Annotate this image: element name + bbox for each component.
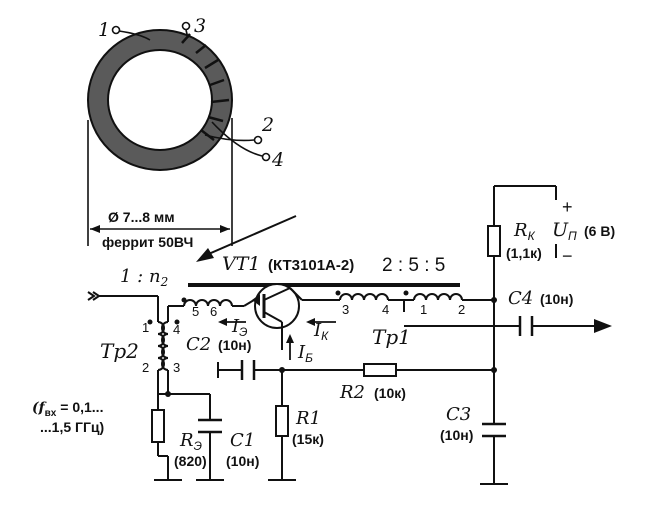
c1-value: (10н): [226, 453, 259, 469]
c1-label: C1: [230, 430, 255, 451]
re-value: (820): [174, 453, 207, 469]
c4-value: (10н): [540, 291, 573, 307]
c2-value: (10н): [218, 337, 251, 353]
tp2-ratio: 1 : n2: [120, 266, 168, 289]
supply-value: (6 В): [584, 223, 615, 239]
tp2-pin-5: 5: [192, 304, 199, 319]
tp2-pin-6: 6: [210, 304, 217, 319]
rk-value: (1,1к): [506, 245, 542, 261]
tp2-dot-5: [181, 297, 187, 303]
r1-label: R1: [295, 408, 321, 429]
transistor-type: (КТ3101А-2): [268, 257, 354, 274]
toroid-core: [87, 29, 233, 171]
tp2-secondary-winding: [161, 321, 169, 371]
current-arrow-ik: [306, 318, 336, 326]
tp2-pin-4: 4: [173, 322, 180, 337]
transistor-name: VT1: [222, 253, 260, 275]
toroid-pin-3: 3: [194, 15, 206, 37]
tp1-collector-winding: [302, 293, 494, 301]
tp1-pin-4: 4: [382, 302, 389, 317]
tp1-pin-3: 3: [342, 302, 349, 317]
current-arrow-ib: [286, 334, 294, 360]
toroid-pin-4: 4: [271, 149, 284, 171]
resistor-rk: [487, 225, 501, 257]
tp1-pin-1: 1: [420, 302, 427, 317]
current-ie-label: IЭ: [231, 316, 247, 339]
resistor-r1: [275, 405, 289, 437]
c2-label: C2: [186, 334, 211, 355]
c3-label: C3: [446, 404, 471, 425]
tp2-pin-1: 1: [142, 320, 149, 335]
tp1-dot-3: [335, 290, 341, 296]
input-frequency-line2: ...1,5 ГГц): [40, 419, 104, 435]
tp1-label: Tp1: [372, 325, 411, 349]
rk-label: RК: [513, 220, 536, 243]
current-ib-label: IБ: [297, 342, 313, 365]
tp2-pin-3: 3: [173, 360, 180, 375]
resistor-r2: [363, 363, 397, 377]
toroid-pin-1: 1: [98, 19, 110, 41]
feedback-wiring: [217, 362, 494, 378]
c4-label: C4: [508, 288, 533, 309]
tp2-secondary-wiring: [167, 299, 244, 322]
tp2-dot-1: [147, 319, 153, 325]
supply-minus: −: [562, 246, 573, 266]
tp1-dot-1: [403, 290, 409, 296]
c3-value: (10н): [440, 427, 473, 443]
junction-emitter: [165, 391, 171, 397]
input-frequency-line1: (fвх = 0,1...: [32, 399, 103, 419]
toroid-dimension: [87, 118, 233, 246]
resistor-re: [151, 409, 165, 443]
toroid-diameter-label: Ø 7...8 мм: [108, 209, 175, 225]
supply-wiring: [480, 185, 557, 485]
transistor-vt1: [243, 283, 303, 350]
toroid-material-label: феррит 50ВЧ: [102, 234, 193, 250]
junction-collector: [491, 297, 497, 303]
current-arrow-ie: [218, 318, 246, 326]
input-terminal: [87, 291, 159, 322]
tp2-pin-2: 2: [142, 360, 149, 375]
pointer-arrow: [196, 215, 297, 262]
output-arrow: [594, 319, 612, 333]
r1-value: (15к): [292, 431, 324, 447]
supply-label: UП: [552, 219, 577, 243]
r2-value: (10к): [374, 385, 406, 401]
toroid-leads: [111, 21, 271, 162]
r2-label: R2: [339, 382, 365, 403]
tp2-label: Tp2: [100, 339, 139, 363]
tp1-ratio: 2 : 5 : 5: [382, 255, 445, 276]
toroid-winding: [181, 33, 230, 141]
re-label: RЭ: [179, 430, 202, 453]
tp2-dot-4: [174, 319, 180, 325]
toroid-pin-2: 2: [261, 114, 274, 136]
current-ik-label: IК: [313, 320, 329, 343]
r1-wiring: [268, 370, 296, 481]
tp1-pin-2: 2: [458, 302, 465, 317]
supply-plus: +: [562, 197, 573, 217]
